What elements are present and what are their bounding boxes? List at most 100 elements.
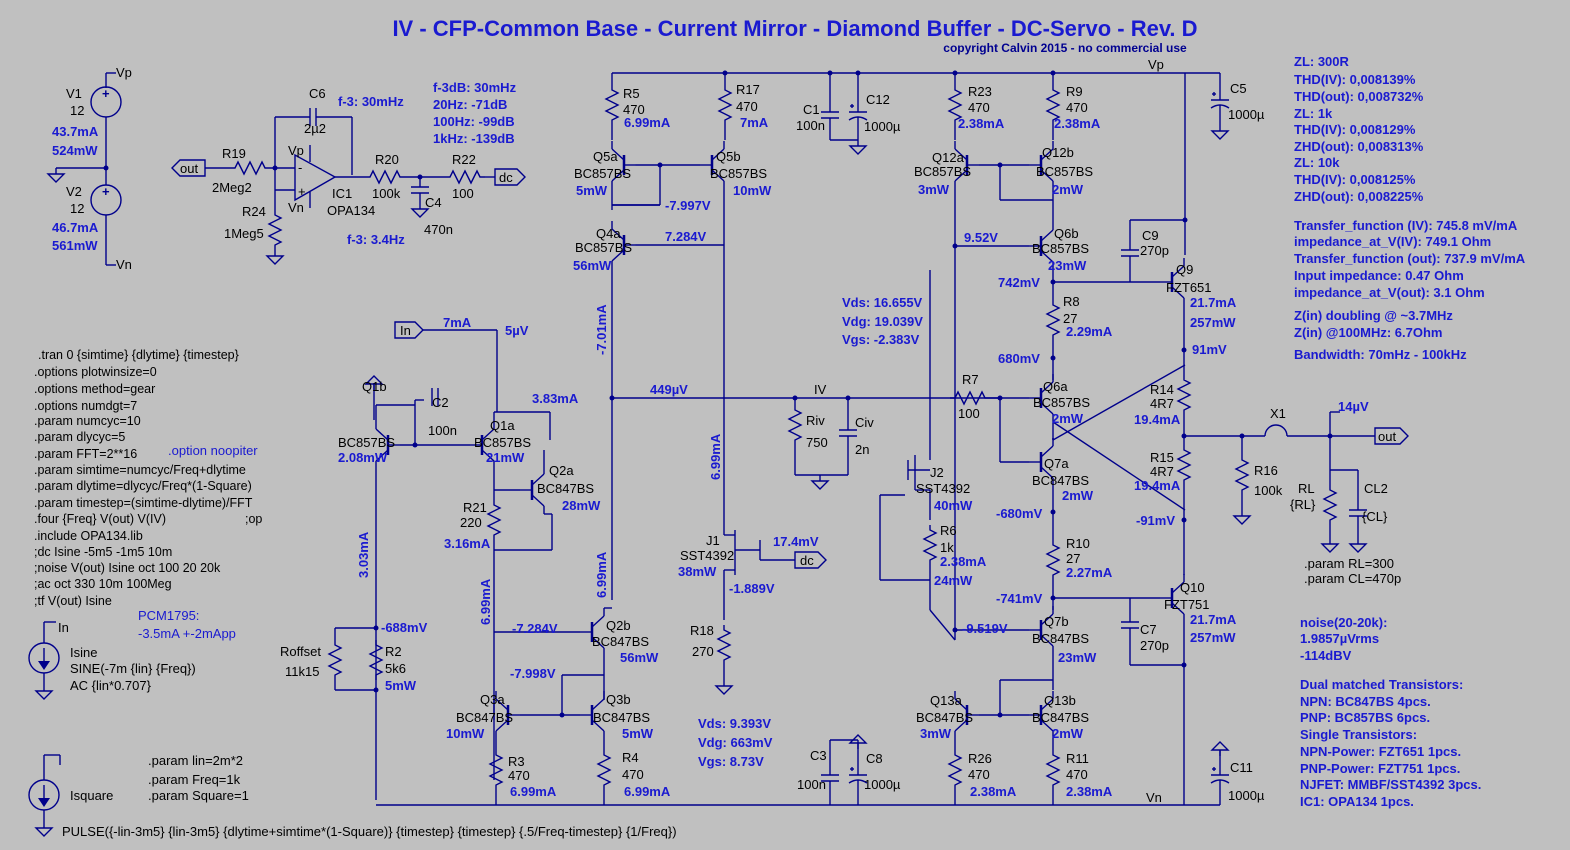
transfer-line: impedance_at_V(IV): 749.1 Ohm — [1294, 234, 1491, 249]
c2-name: C2 — [432, 395, 449, 410]
v2-value: 12 — [70, 201, 84, 216]
r10-name: R10 — [1066, 536, 1090, 551]
q1b-type: BC857BS — [338, 435, 395, 450]
q9-type: FZT651 — [1166, 280, 1212, 295]
q5b-power: 10mW — [733, 183, 772, 198]
q6b-power: 23mW — [1048, 258, 1087, 273]
q7b-power: 23mW — [1058, 650, 1097, 665]
r4-name: R4 — [622, 750, 639, 765]
q9-name: Q9 — [1176, 262, 1193, 277]
r19-name: R19 — [222, 146, 246, 161]
input-flag: In — [400, 323, 411, 338]
q13b-type: BC847BS — [1032, 710, 1089, 725]
c9-name: C9 — [1142, 228, 1159, 243]
voltage-m9519: -9.519V — [962, 621, 1008, 636]
parts-line: NPN-Power: FZT651 1pcs. — [1300, 744, 1461, 759]
r16-name: R16 — [1254, 463, 1278, 478]
isine-flag: In — [58, 620, 69, 635]
rl-name: RL — [1298, 481, 1315, 496]
voltage-91: 91mV — [1192, 342, 1227, 357]
q3a-name: Q3a — [480, 692, 505, 707]
mirror-stage: dc R5 470 6.99mA Q5a BC857BS 5mW R17 470… — [376, 70, 1185, 806]
q3b-name: Q3b — [606, 692, 631, 707]
isquare-name: Isquare — [70, 788, 113, 803]
j2-power: 40mW — [934, 498, 973, 513]
param-line: .param Freq=1k — [148, 772, 241, 787]
out-flag: out — [1378, 429, 1396, 444]
c5-value: 1000µ — [1228, 107, 1265, 122]
c7-value: 270p — [1140, 638, 1169, 653]
spice-directives: .tran 0 {simtime} {dlytime} {timestep} .… — [34, 348, 262, 641]
servo-resp-1: 20Hz: -71dB — [433, 97, 507, 112]
j3-vgs: Vgs: 8.73V — [698, 754, 764, 769]
spice-line: .param numcyc=10 — [34, 414, 141, 428]
r8-name: R8 — [1063, 294, 1080, 309]
r7-name: R7 — [962, 372, 979, 387]
node-449: 449µV — [650, 382, 688, 397]
spice-line: .include OPA134.lib — [34, 529, 143, 543]
r14-value: 4R7 — [1150, 396, 1174, 411]
r21-value: 220 — [460, 515, 482, 530]
q13a-name: Q13a — [930, 693, 963, 708]
spice-line: .options numdgt=7 — [34, 399, 137, 413]
q3b-power: 5mW — [622, 726, 654, 741]
q2a-power: 28mW — [562, 498, 601, 513]
spice-line: ;ac oct 330 10m 100Meg — [34, 577, 172, 591]
c5-name: C5 — [1230, 81, 1247, 96]
spice-noopiter: .option noopiter — [168, 443, 258, 458]
v1-current: 43.7mA — [52, 124, 99, 139]
c8-value: 1000µ — [864, 777, 901, 792]
r4-value: 470 — [622, 767, 644, 782]
schematic-title: IV - CFP-Common Base - Current Mirror - … — [392, 16, 1197, 41]
servo-f3-top: f-3: 30mHz — [338, 94, 404, 109]
r23-name: R23 — [968, 84, 992, 99]
v2-name: V2 — [66, 184, 82, 199]
q6a-name: Q6a — [1043, 379, 1068, 394]
spice-line: ;noise V(out) Isine oct 100 20 20k — [34, 561, 221, 575]
servo-resp-3: 1kHz: -139dB — [433, 131, 515, 146]
spice-line: .param dlycyc=5 — [34, 430, 125, 444]
j2-type: SST4392 — [916, 481, 970, 496]
q10-type: FZT751 — [1164, 597, 1210, 612]
param-cl: .param CL=470p — [1304, 571, 1401, 586]
riv-name: Riv — [806, 413, 825, 428]
c4-value: 470n — [424, 222, 453, 237]
q6a-type: BC857BS — [1033, 395, 1090, 410]
r2-name: R2 — [385, 644, 402, 659]
r26-current: 2.38mA — [970, 784, 1017, 799]
r11-current: 2.38mA — [1066, 784, 1113, 799]
node-iv: IV — [814, 382, 827, 397]
voltage-7998: -7.998V — [510, 666, 556, 681]
c3-name: C3 — [810, 748, 827, 763]
q1a-name: Q1a — [490, 418, 515, 433]
q7a-type: BC847BS — [1032, 473, 1089, 488]
pcm-spec: -3.5mA +-2mApp — [138, 626, 236, 641]
q3a-type: BC847BS — [456, 710, 513, 725]
q3a-power: 10mW — [446, 726, 485, 741]
spice-line: .param dlytime=dlycyc/Freq*(1-Square) — [34, 479, 252, 493]
q5a-type: BC857BS — [574, 166, 631, 181]
civ-value: 2n — [855, 442, 869, 457]
vn-label: Vn — [1146, 790, 1162, 805]
svg-text:+: + — [102, 86, 110, 101]
v1-name: V1 — [66, 86, 82, 101]
q13b-power: 2mW — [1052, 726, 1084, 741]
svg-text:-: - — [298, 160, 302, 175]
voltage-m91: -91mV — [1136, 513, 1175, 528]
parts-line: PNP: BC857BS 6pcs. — [1300, 710, 1430, 725]
r17-name: R17 — [736, 82, 760, 97]
j3-vds: Vds: 9.393V — [698, 716, 771, 731]
r22-name: R22 — [452, 152, 476, 167]
q2a-type: BC847BS — [537, 481, 594, 496]
roffset-value: 11k15 — [285, 664, 319, 679]
v1-power: 524mW — [52, 143, 98, 158]
r18-value: 270 — [692, 644, 714, 659]
spice-line: .tran 0 {simtime} {dlytime} {timestep} — [38, 348, 239, 362]
q12a-name: Q12a — [932, 150, 965, 165]
r18-name: R18 — [690, 623, 714, 638]
r8-current: 2.29mA — [1066, 324, 1113, 339]
r6-current: 2.38mA — [940, 554, 987, 569]
zin-line: Z(in) @100MHz: 6.7Ohm — [1294, 325, 1442, 340]
decoupling-caps: C1 100n C12 1000µ C3 100n C8 1000µ C5 10… — [796, 70, 1265, 806]
